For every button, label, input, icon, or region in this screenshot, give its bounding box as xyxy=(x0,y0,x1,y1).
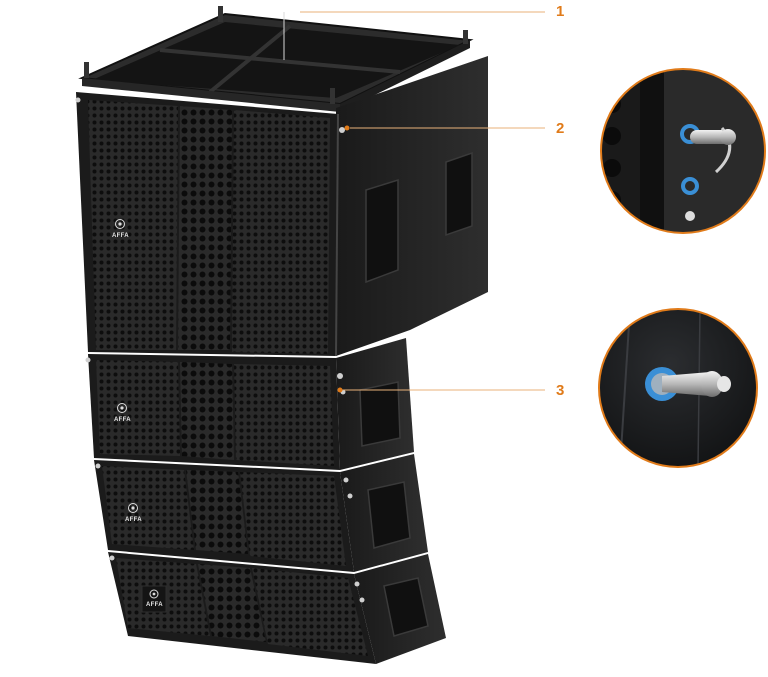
brand-logo-text: AFFA xyxy=(146,602,163,608)
cabinet-pin-closeup xyxy=(598,308,758,468)
callout-number-1: 1 xyxy=(556,3,565,20)
brand-logo-text: AFFA xyxy=(112,233,129,239)
rigging-frame xyxy=(78,6,474,112)
brand-logo-text: AFFA xyxy=(114,417,131,423)
callout-marker-3 xyxy=(337,387,343,393)
cabinet-1: AFFA xyxy=(76,56,488,357)
callout-number-2: 2 xyxy=(556,120,565,137)
rigging-pins xyxy=(75,97,365,603)
brand-logo-text: AFFA xyxy=(125,517,142,523)
callout-marker-2 xyxy=(344,125,350,131)
callout-lines xyxy=(283,11,545,391)
cabinet-2: AFFA xyxy=(88,338,414,470)
cabinet-3: AFFA xyxy=(94,454,428,572)
quick-release-pin-closeup xyxy=(600,68,766,234)
callout-number-3: 3 xyxy=(556,382,565,399)
cabinet-4: AFFA xyxy=(108,552,446,664)
